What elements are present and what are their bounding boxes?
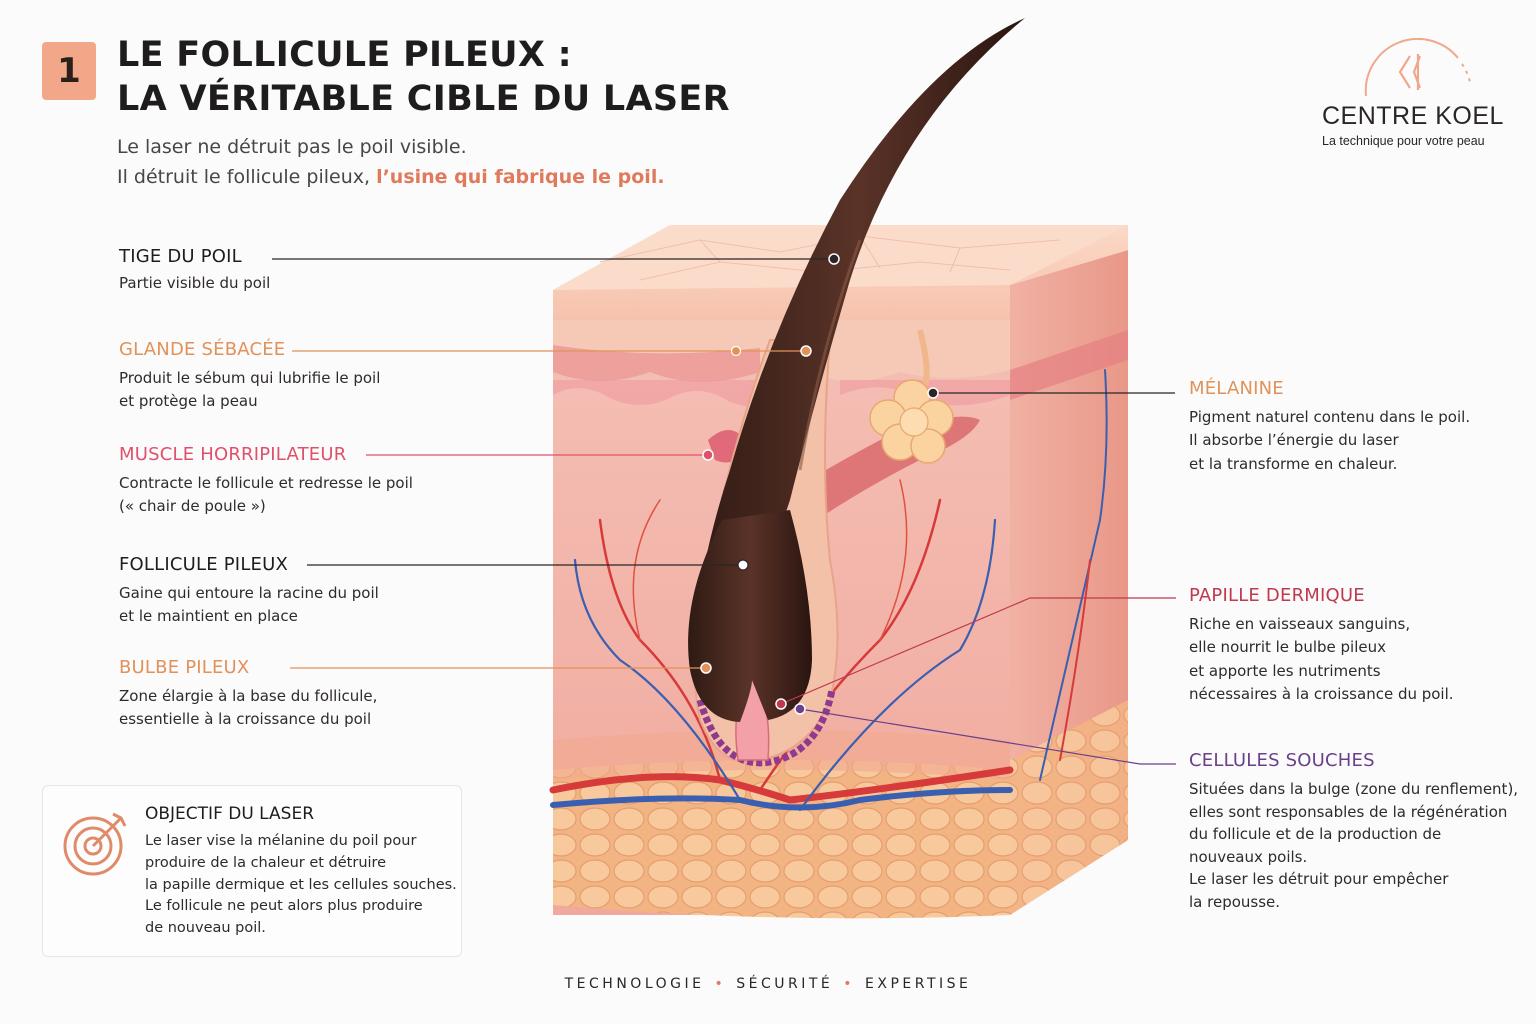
label-title: GLANDE SÉBACÉE <box>119 339 286 360</box>
desc-line: Le follicule ne peut alors plus produire <box>145 898 423 915</box>
desc-line: elle nourrit le bulbe pileux <box>1189 638 1386 657</box>
label-title: BULBE PILEUX <box>119 657 250 678</box>
logo-arc-icon <box>1364 38 1471 97</box>
logo-tagline: La technique pour votre peau <box>1322 134 1485 148</box>
label-title: FOLLICULE PILEUX <box>119 554 289 575</box>
subtitle-line-2: Il détruit le follicule pileux, l’usine … <box>117 162 665 192</box>
skin-block-top <box>553 225 1128 320</box>
skin-block-side <box>1010 250 1128 915</box>
target-icon <box>63 812 127 876</box>
label-desc: Contracte le follicule et redresse le po… <box>119 472 413 519</box>
page-subtitle: Le laser ne détruit pas le poil visible.… <box>117 132 665 193</box>
subtitle-line-2-text: Il détruit le follicule pileux, <box>117 166 377 189</box>
desc-line: la repousse. <box>1189 892 1281 911</box>
desc-line: Partie visible du poil <box>119 274 271 292</box>
hypodermis-fat-layer <box>553 760 1010 919</box>
desc-line: Situées dans la bulge (zone du renflemen… <box>1189 780 1519 798</box>
label-desc: Zone élargie à la base du follicule, ess… <box>119 685 377 732</box>
desc-line: Contracte le follicule et redresse le po… <box>119 474 413 492</box>
footer-tagline: TECHNOLOGIE • SÉCURITÉ • EXPERTISE <box>0 976 1536 992</box>
footer-word: SÉCURITÉ <box>736 976 834 992</box>
title-line-1: LE FOLLICULE PILEUX : <box>117 35 572 75</box>
label-desc: Partie visible du poil <box>119 272 270 295</box>
footer-separator-dot: • <box>843 976 856 992</box>
desc-line: Le laser les détruit pour empêcher <box>1189 870 1449 888</box>
desc-line: Le laser vise la mélanine du poil pour <box>145 833 417 849</box>
centre-koel-logo: CENTRE KOEL La technique pour votre peau <box>1318 38 1518 158</box>
desc-line: Zone élargie à la base du follicule, <box>119 687 378 705</box>
desc-line: Gaine qui entoure la racine du poil <box>119 584 379 602</box>
label-desc: Riche en vaisseaux sanguins, elle nourri… <box>1189 613 1454 706</box>
label-title: CELLULES SOUCHES <box>1189 750 1375 771</box>
label-title: MUSCLE HORRIPILATEUR <box>119 444 347 465</box>
hair-bulb <box>688 510 812 722</box>
arrector-muscle <box>730 416 980 560</box>
desc-line: nécessaires à la croissance du poil. <box>1189 684 1454 703</box>
label-bulbe-pileux: BULBE PILEUX Zone élargie à la base du f… <box>119 657 377 732</box>
label-desc: Produit le sébum qui lubrifie le poil et… <box>119 367 380 414</box>
desc-line: et protège la peau <box>119 392 258 411</box>
hair-shaft <box>690 18 1025 660</box>
desc-line: Il absorbe l’énergie du laser <box>1189 431 1399 450</box>
label-desc: Gaine qui entoure la racine du poil et l… <box>119 582 379 629</box>
label-title: MÉLANINE <box>1189 378 1284 399</box>
label-title: TIGE DU POIL <box>119 246 242 267</box>
objective-desc: Le laser vise la mélanine du poil pour p… <box>145 831 457 940</box>
label-title: PAPILLE DERMIQUE <box>1189 585 1365 606</box>
label-follicule-pileux: FOLLICULE PILEUX Gaine qui entoure la ra… <box>119 554 379 629</box>
subtitle-accent-text: l’usine qui fabrique le poil. <box>376 166 665 189</box>
footer-word: EXPERTISE <box>865 976 972 992</box>
desc-line: la papille dermique et les cellules souc… <box>145 876 457 893</box>
desc-line: du follicule et de la production de <box>1189 825 1442 843</box>
desc-line: essentielle à la croissance du poil <box>119 710 372 729</box>
page-title: LE FOLLICULE PILEUX : LA VÉRITABLE CIBLE… <box>117 34 730 122</box>
label-cellules-souches: CELLULES SOUCHES Situées dans la bulge (… <box>1189 750 1518 913</box>
objective-title: OBJECTIF DU LASER <box>145 804 315 824</box>
label-glande-sebacee: GLANDE SÉBACÉE Produit le sébum qui lubr… <box>119 339 380 414</box>
logo-name: CENTRE KOEL <box>1322 102 1504 130</box>
desc-line: (« chair de poule ») <box>119 497 266 516</box>
footer-word: TECHNOLOGIE <box>564 976 705 992</box>
desc-line: produire de la chaleur et détruire <box>145 854 387 871</box>
desc-line: et le maintient en place <box>119 607 298 626</box>
desc-line: Riche en vaisseaux sanguins, <box>1189 615 1411 633</box>
title-line-2: LA VÉRITABLE CIBLE DU LASER <box>117 78 730 119</box>
follicle-sheath <box>693 339 839 763</box>
label-desc: Pigment naturel contenu dans le poil. Il… <box>1189 406 1470 476</box>
label-melanine: MÉLANINE Pigment naturel contenu dans le… <box>1189 378 1470 476</box>
desc-line: de nouveau poil. <box>145 920 266 936</box>
desc-line: nouveaux poils. <box>1189 847 1308 866</box>
footer-separator-dot: • <box>714 976 727 992</box>
desc-line: Produit le sébum qui lubrifie le poil <box>119 369 381 387</box>
label-desc: Situées dans la bulge (zone du renflemen… <box>1189 778 1518 913</box>
epidermis-layer <box>553 320 1010 382</box>
desc-line: elles sont responsables de la régénérati… <box>1189 802 1508 821</box>
label-papille-dermique: PAPILLE DERMIQUE Riche en vaisseaux sang… <box>1189 585 1454 706</box>
skin-block-front <box>553 320 1010 915</box>
desc-line: et apporte les nutriments <box>1189 661 1381 680</box>
dermal-papilla <box>735 678 770 761</box>
sebaceous-gland <box>869 329 954 464</box>
laser-objective-card: OBJECTIF DU LASER Le laser vise la mélan… <box>42 785 462 957</box>
step-number-badge: 1 <box>42 42 96 100</box>
label-muscle-horripilateur: MUSCLE HORRIPILATEUR Contracte le follic… <box>119 444 413 519</box>
subtitle-line-1: Le laser ne détruit pas le poil visible. <box>117 136 467 158</box>
desc-line: et la transforme en chaleur. <box>1189 454 1398 473</box>
label-tige-du-poil: TIGE DU POIL Partie visible du poil <box>119 246 270 295</box>
desc-line: Pigment naturel contenu dans le poil. <box>1189 408 1471 426</box>
